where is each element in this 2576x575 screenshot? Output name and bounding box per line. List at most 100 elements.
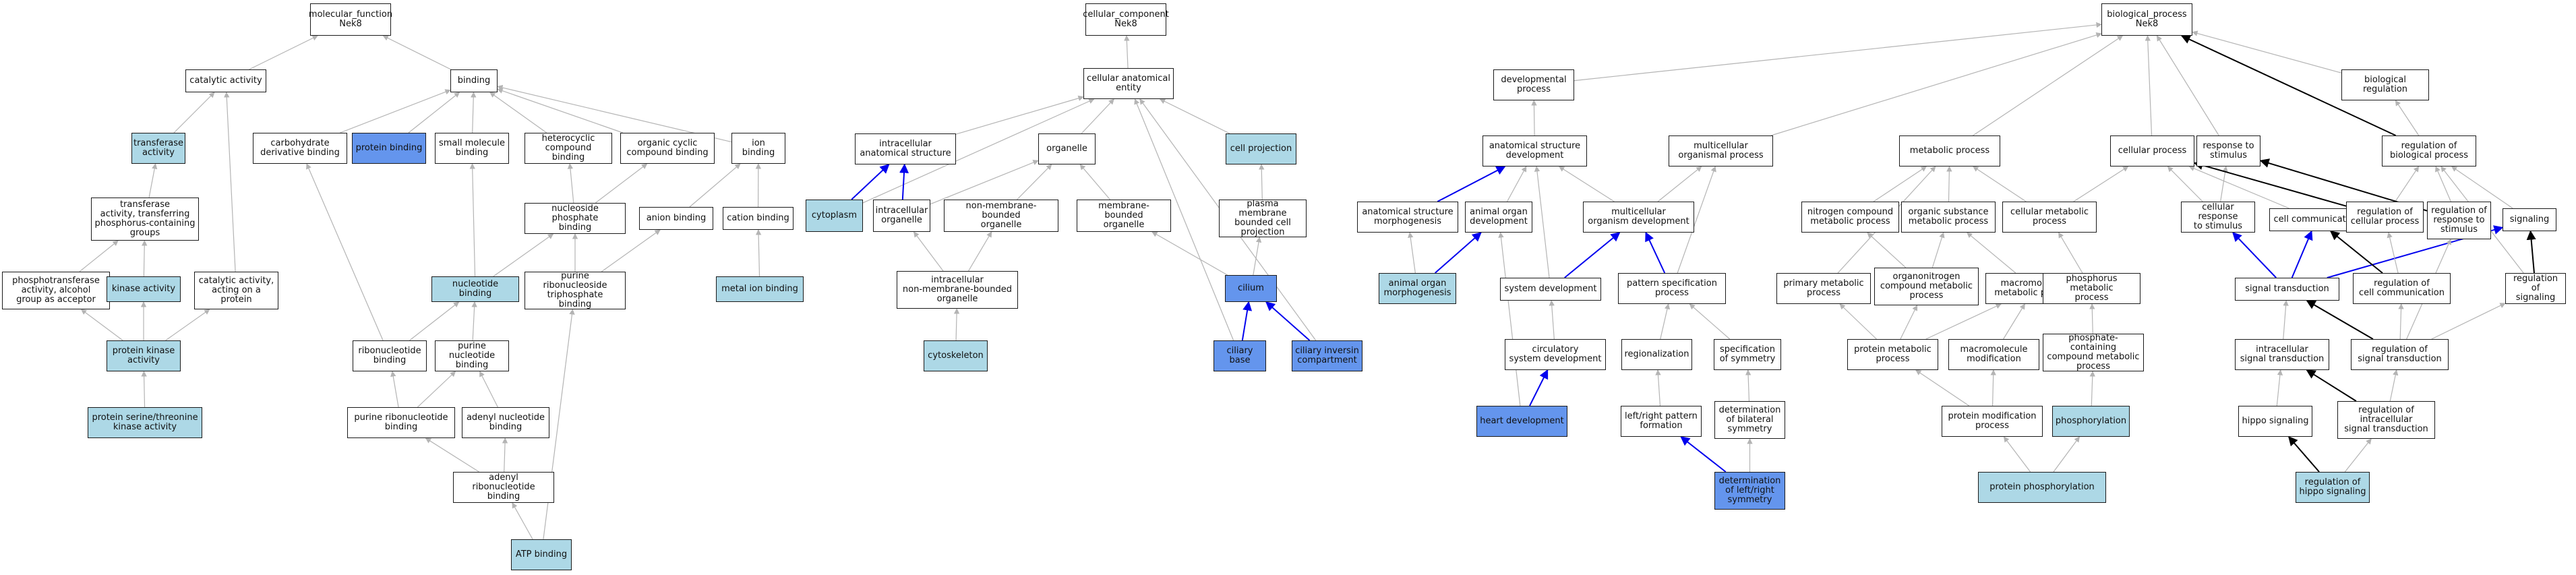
go-term-node-purRNTP[interactable]: purine ribonucleoside triphosphate bindi… (525, 272, 626, 309)
go-term-node-heartdev[interactable]: heart development (1476, 406, 1567, 437)
go-term-node-cellproj[interactable]: cell projection (1226, 133, 1296, 164)
go-term-node-circ[interactable]: circulatory system development (1505, 339, 1606, 370)
go-term-node-cilinv[interactable]: ciliary inversin compartment (1292, 340, 1362, 371)
edge-animorgmorph-to-asmorph (1408, 232, 1416, 274)
go-term-node-asmorph[interactable]: anatomical structure morphogenesis (1357, 202, 1458, 233)
go-term-node-bind[interactable]: binding (450, 69, 498, 92)
go-term-node-purribo[interactable]: purine ribonucleotide binding (347, 407, 455, 438)
go-term-node-lrpat[interactable]: left/right pattern formation (1621, 406, 1702, 437)
edge-purribo-to-ribonuc (390, 371, 399, 408)
go-term-node-phostrans[interactable]: phosphotransferase activity, alcohol gro… (2, 272, 110, 309)
go-term-node-metab[interactable]: metabolic process (1899, 135, 2000, 167)
go-term-node-pmbcp[interactable]: plasma membrane bounded cell projection (1219, 200, 1307, 237)
go-term-node-regcell[interactable]: regulation of cellular process (2346, 202, 2424, 233)
go-term-node-purnuc[interactable]: purine nucleotide binding (435, 340, 509, 371)
go-term-node-serthr[interactable]: protein serine/threonine kinase activity (88, 407, 202, 438)
go-term-node-regionalization[interactable]: regionalization (1621, 339, 1692, 370)
go-term-node-cellproc[interactable]: cellular process (2110, 135, 2194, 167)
go-term-node-respstim[interactable]: response to stimulus (2196, 135, 2260, 167)
go-term-node-trans[interactable]: transferase activity (131, 133, 185, 164)
go-term-node-cytoskel[interactable]: cytoskeleton (924, 340, 988, 371)
go-term-node-regsigtrans[interactable]: regulation of signal transduction (2351, 339, 2449, 370)
go-term-node-protmod[interactable]: protein modification process (1942, 406, 2043, 437)
go-term-node-protb[interactable]: protein binding (352, 133, 426, 164)
go-term-node-nucphos[interactable]: nucleoside phosphate binding (525, 203, 626, 234)
go-term-node-cation[interactable]: cation binding (723, 207, 793, 230)
go-term-node-animorgdev[interactable]: animal organ development (1465, 202, 1532, 233)
go-term-node-asdev[interactable]: anatomical structure development (1482, 135, 1587, 167)
go-term-node-mf[interactable]: molecular_function Nek8 (309, 3, 392, 36)
go-term-node-hetero[interactable]: heterocyclic compound binding (525, 133, 612, 164)
go-term-node-cellmetab[interactable]: cellular metabolic process (2002, 202, 2097, 233)
go-term-node-regsig[interactable]: regulation of signaling (2505, 273, 2566, 304)
go-term-node-cae[interactable]: cellular anatomical entity (1083, 68, 1174, 99)
go-term-node-cat[interactable]: catalytic activity (185, 69, 266, 92)
go-term-node-patspec[interactable]: pattern specification process (1618, 273, 1726, 304)
go-term-node-sysdev[interactable]: system development (1500, 278, 1601, 301)
go-term-node-nucb[interactable]: nucleotide binding (431, 276, 519, 302)
go-term-node-reghippo[interactable]: regulation of hippo signaling (2296, 472, 2370, 503)
go-term-node-nonmem[interactable]: non-membrane-bounded organelle (944, 200, 1058, 232)
go-term-node-cellresp[interactable]: cellular response to stimulus (2181, 202, 2255, 233)
go-term-node-membound[interactable]: membrane-bounded organelle (1077, 200, 1171, 232)
go-term-node-carbo[interactable]: carbohydrate derivative binding (253, 133, 347, 164)
go-term-node-protphos[interactable]: protein phosphorylation (1978, 472, 2106, 503)
go-term-node-nitro[interactable]: nitrogen compound metabolic process (1801, 202, 1899, 233)
edge-nucphos-to-hetero (567, 163, 574, 204)
go-term-node-intraorg[interactable]: intracellular organelle (873, 200, 930, 232)
go-term-node-regintrasig[interactable]: regulation of intracellular signal trans… (2337, 401, 2435, 439)
go-term-node-cc[interactable]: cellular_component Nek8 (1083, 3, 1169, 36)
go-term-node-primmetab[interactable]: primary metabolic process (1776, 273, 1871, 304)
go-term-node-protmetab[interactable]: protein metabolic process (1847, 339, 1938, 370)
go-term-node-kinase[interactable]: kinase activity (107, 276, 181, 302)
go-term-node-atp[interactable]: ATP binding (511, 539, 572, 570)
go-term-node-phoscont[interactable]: phosphate-containing compound metabolic … (2043, 334, 2144, 371)
go-term-node-intraAS[interactable]: intracellular anatomical structure (855, 133, 956, 164)
edge-reghippo-to-hippo (2288, 435, 2320, 473)
go-term-node-bp[interactable]: biological_process Nek8 (2101, 3, 2192, 36)
go-term-node-animorgmorph[interactable]: animal organ morphogenesis (1379, 273, 1456, 304)
edge-smallmol-to-bind (471, 92, 477, 133)
go-term-node-cilium[interactable]: cilium (1225, 275, 1277, 302)
go-term-node-cilbase[interactable]: ciliary base (1214, 340, 1266, 371)
go-term-node-organonitro[interactable]: organonitrogen compound metabolic proces… (1874, 268, 1979, 305)
go-term-node-specsym[interactable]: specification of symmetry (1714, 339, 1781, 370)
go-term-node-protkin[interactable]: protein kinase activity (107, 340, 181, 371)
go-term-node-intrasig[interactable]: intracellular signal transduction (2235, 339, 2329, 370)
go-term-node-anion[interactable]: anion binding (639, 207, 713, 230)
go-term-node-macromod[interactable]: macromolecule modification (1948, 339, 2039, 370)
go-term-node-hippo[interactable]: hippo signaling (2238, 406, 2312, 437)
go-term-node-multiorg[interactable]: multicellular organismal process (1669, 135, 1773, 167)
go-term-node-regresp[interactable]: regulation of response to stimulus (2427, 202, 2491, 239)
go-term-node-cytoplasm[interactable]: cytoplasm (806, 200, 863, 232)
edge-protmetab-to-primmetab (1839, 303, 1877, 340)
go-term-node-phosmetab[interactable]: phosphorus metabolic process (2043, 273, 2140, 304)
go-term-node-orgsub[interactable]: organic substance metabolic process (1901, 202, 1996, 233)
go-term-node-transP[interactable]: transferase activity, transferring phosp… (91, 198, 199, 241)
go-term-node-ionb[interactable]: ion binding (731, 133, 785, 164)
go-term-node-organelle[interactable]: organelle (1038, 133, 1096, 164)
go-term-node-adenyl[interactable]: adenyl nucleotide binding (462, 407, 549, 438)
go-term-node-devproc[interactable]: developmental process (1493, 69, 1574, 100)
go-term-node-phosph[interactable]: phosphorylation (2052, 406, 2130, 437)
edge-protb-to-bind (408, 92, 460, 133)
edge-macromol-to-orgsub (1967, 232, 2016, 274)
go-term-node-signaling[interactable]: signaling (2503, 208, 2556, 231)
go-term-node-orgcyc[interactable]: organic cyclic compound binding (620, 133, 715, 164)
go-term-node-regbio[interactable]: regulation of biological process (2382, 135, 2476, 167)
go-term-node-sigtrans[interactable]: signal transduction (2235, 278, 2339, 301)
go-term-node-intranonmem[interactable]: intracellular non-membrane-bounded organ… (897, 271, 1018, 309)
go-term-node-detbilat[interactable]: determination of bilateral symmetry (1714, 401, 1785, 439)
go-term-node-metal[interactable]: metal ion binding (716, 276, 804, 302)
go-term-node-detlr[interactable]: determination of left/right symmetry (1714, 472, 1785, 510)
go-term-node-catprot[interactable]: catalytic activity, acting on a protein (194, 272, 278, 309)
edge-cellproc-to-bp (2145, 35, 2153, 136)
edge-phosmetab-to-cellmetab (2058, 232, 2083, 274)
go-term-node-adenribo[interactable]: adenyl ribonucleotide binding (453, 472, 554, 503)
go-term-node-smallmol[interactable]: small molecule binding (435, 133, 509, 164)
go-term-node-regcellcomm[interactable]: regulation of cell communication (2353, 273, 2451, 304)
go-term-node-multiorgdev[interactable]: multicellular organism development (1583, 202, 1694, 233)
go-term-node-bioreg[interactable]: biological regulation (2341, 69, 2429, 100)
go-term-node-ribonuc[interactable]: ribonucleotide binding (353, 340, 427, 371)
